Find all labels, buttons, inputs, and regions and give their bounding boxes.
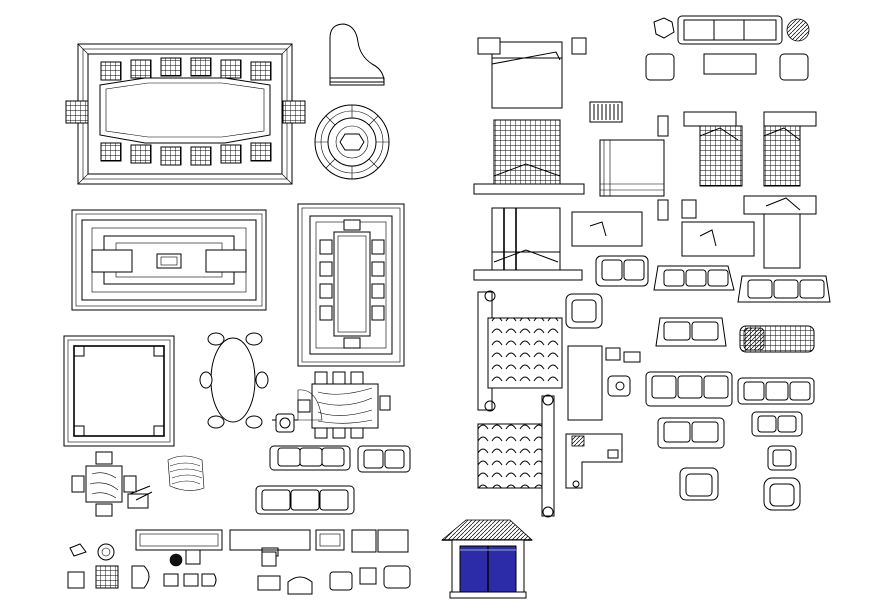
grid-single-bed-a	[683, 111, 743, 187]
desk-with-chair	[567, 345, 641, 421]
sofa-right-3	[737, 275, 831, 303]
two-seat-sofa-mid	[357, 445, 411, 473]
long-sofa-a	[645, 371, 733, 407]
single-bed-tall	[743, 195, 817, 269]
canopy-bed	[473, 207, 583, 281]
wave-bed-large	[477, 290, 563, 412]
banquet-chairs-bottom	[100, 142, 272, 166]
three-seat-sofa-lower	[255, 485, 355, 515]
small-heater	[589, 101, 623, 123]
grid-bed-large	[473, 119, 585, 195]
single-bed-right	[681, 199, 755, 257]
armchair-lower-1	[767, 445, 797, 471]
corner-desk	[565, 433, 623, 489]
single-bed-spread	[599, 115, 669, 221]
armchair-mid	[565, 293, 603, 329]
square-bordered-rug	[63, 335, 175, 447]
wave-bed-small	[477, 394, 555, 518]
banquet-end-chair-right	[282, 100, 306, 124]
armchair-lower-2	[679, 467, 719, 501]
nested-square-rug	[71, 209, 267, 311]
square-wood-table-chairs	[71, 451, 137, 517]
sofa-right-1	[595, 255, 649, 287]
woodgrain-dining-table	[297, 371, 391, 439]
banquet-end-chair-left	[65, 100, 89, 124]
lamp-side-table	[127, 485, 153, 509]
living-set-top	[645, 15, 810, 81]
bottom-row-furniture	[135, 529, 411, 595]
banquet-chairs-top	[100, 57, 272, 81]
dining-chairs-right	[371, 239, 385, 321]
grid-single-bed-b	[763, 111, 817, 187]
long-sofa-b	[737, 377, 815, 405]
three-seat-sofa-mid	[269, 445, 351, 471]
armchair-lower-3	[763, 477, 801, 511]
textured-rug	[167, 455, 205, 491]
sofa-lower-right-2	[751, 411, 803, 437]
double-bed-top	[477, 37, 587, 109]
dark-grid-sofa	[739, 325, 815, 353]
round-ornament-table	[314, 104, 390, 180]
oval-table-chairs	[199, 332, 269, 429]
sofa-lower-right-1	[657, 417, 725, 449]
dining-chairs-left	[319, 239, 333, 321]
single-bed-mid	[571, 211, 643, 247]
window-elevation	[440, 519, 534, 599]
banquet-table-rug	[65, 43, 306, 185]
sofa-right-2	[653, 265, 735, 291]
grand-piano	[329, 23, 385, 86]
dining-table-rug-vertical	[297, 203, 405, 367]
side-chair-small	[272, 413, 298, 433]
bottom-left-accessories	[67, 543, 150, 589]
sofa-two-seat-right	[655, 317, 727, 347]
